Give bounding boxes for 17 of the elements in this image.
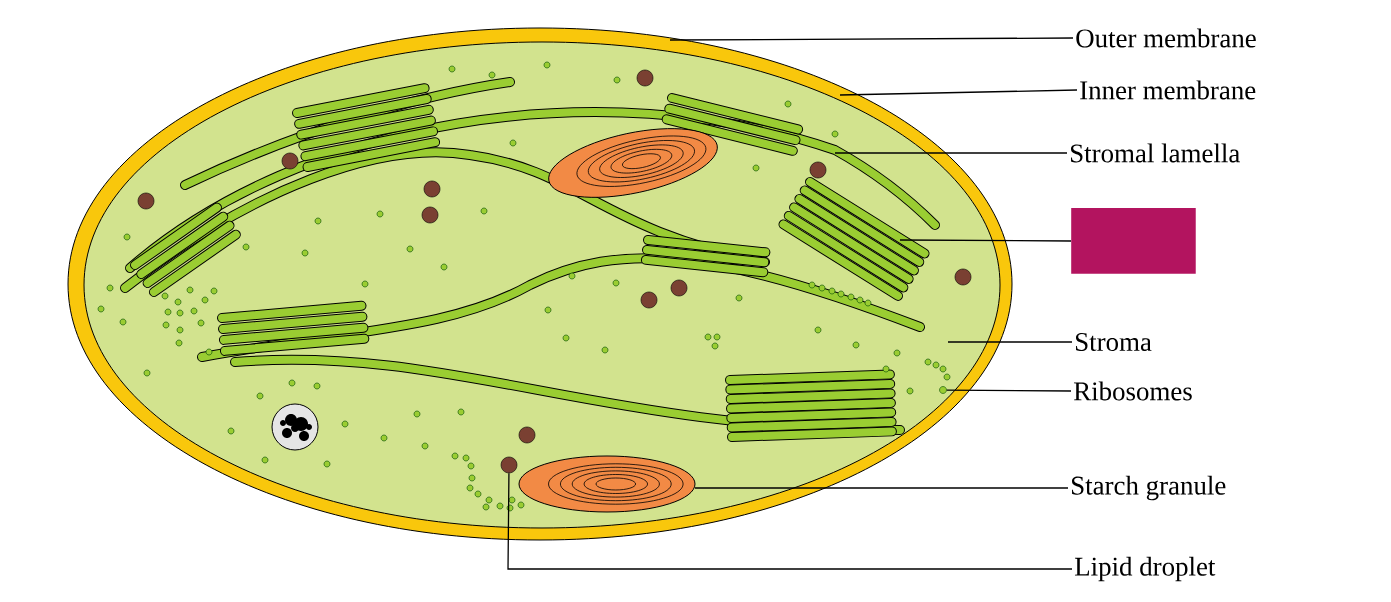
lipid-droplet (500, 456, 518, 474)
ribosome (939, 386, 947, 394)
label-text: Stromal lamella (1071, 143, 1240, 163)
label-text: Stroma (1076, 332, 1152, 352)
leader-line (839, 89, 1078, 96)
leader-line (669, 37, 1074, 41)
leader-line (899, 239, 1072, 242)
label-text: Outer membrane (1076, 28, 1256, 48)
leader-line (507, 472, 1073, 570)
leader-line (834, 152, 1068, 154)
leader-line (694, 487, 1069, 489)
label-text: Ribosomes (1074, 381, 1192, 401)
label-text: Lipid droplet (1075, 556, 1216, 582)
leader-line (947, 341, 1073, 343)
label-text: Starch granule (1072, 475, 1226, 501)
label-box (1071, 208, 1196, 274)
label-text: Inner membrane (1080, 80, 1256, 100)
